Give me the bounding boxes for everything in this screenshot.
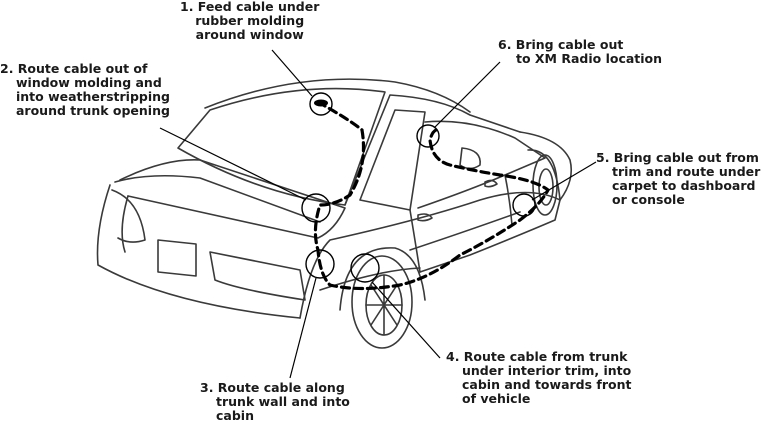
callout-step-4-line-3: cabin and towards front <box>462 377 632 392</box>
rear-wheel <box>351 255 413 349</box>
marker-step-6 <box>416 124 440 148</box>
marker-step-2 <box>301 193 331 223</box>
callout-step-5-line-4: or console <box>612 192 685 207</box>
side-window-front <box>417 120 546 209</box>
callout-step-4-line-4: of vehicle <box>462 391 531 406</box>
callout-step-6: 6. Bring cable out to XM Radio location <box>498 38 662 66</box>
callout-step-3-line-2: trunk wall and into <box>216 394 350 409</box>
callout-step-6-line-2: to XM Radio location <box>516 51 663 66</box>
callout-step-3-line-1: 3. Route cable along <box>200 380 345 395</box>
callout-step-1: 1. Feed cable under rubber molding aroun… <box>180 0 319 42</box>
leader-step-2 <box>159 127 307 201</box>
side-window-rear <box>359 109 426 211</box>
rear-window <box>177 87 386 206</box>
callout-step-5-line-3: carpet to dashboard <box>612 178 756 193</box>
car-side <box>299 191 561 319</box>
callout-step-2-line-3: into weatherstripping <box>16 89 170 104</box>
callout-step-5: 5. Bring cable out from trim and route u… <box>596 151 760 207</box>
callout-step-4-line-1: 4. Route cable from trunk <box>446 349 628 364</box>
callout-step-3: 3. Route cable along trunk wall and into… <box>200 381 350 423</box>
callout-step-1-line-3: around window <box>195 27 304 42</box>
marker-step-4 <box>350 253 380 283</box>
callout-step-5-line-2: trim and route under <box>612 164 761 179</box>
callout-step-6-line-1: 6. Bring cable out <box>498 37 624 52</box>
callout-step-1-line-1: 1. Feed cable under <box>180 0 320 14</box>
callout-step-2: 2. Route cable out of window molding and… <box>0 62 170 118</box>
cable-route <box>313 100 551 291</box>
marker-step-3 <box>305 249 335 279</box>
leader-step-1 <box>271 49 313 97</box>
callout-step-4: 4. Route cable from trunk under interior… <box>446 350 631 406</box>
callout-step-2-line-4: around trunk opening <box>16 103 170 118</box>
marker-step-1 <box>309 92 333 116</box>
hood <box>519 131 573 201</box>
side-mirror <box>459 147 481 170</box>
callout-step-5-line-1: 5. Bring cable out from <box>596 150 759 165</box>
rear-bumper <box>96 184 301 319</box>
callout-step-4-line-2: under interior trim, into <box>462 363 632 378</box>
callout-step-1-line-2: rubber molding <box>195 13 305 28</box>
leader-step-3 <box>289 277 317 379</box>
callout-step-3-line-3: cabin <box>216 408 254 423</box>
license-plate <box>157 239 197 277</box>
trunk-lid <box>119 159 346 239</box>
leader-step-4 <box>371 281 441 359</box>
callout-step-2-line-2: window molding and <box>16 75 162 90</box>
rear-wheel-arch <box>339 247 426 311</box>
callout-step-2-line-1: 2. Route cable out of <box>0 61 148 76</box>
leader-step-5 <box>531 161 597 201</box>
marker-step-5 <box>512 193 536 217</box>
leader-step-6 <box>433 61 501 129</box>
rear-spoiler <box>114 174 321 223</box>
tail-light <box>111 189 146 243</box>
car-roof <box>204 78 471 113</box>
